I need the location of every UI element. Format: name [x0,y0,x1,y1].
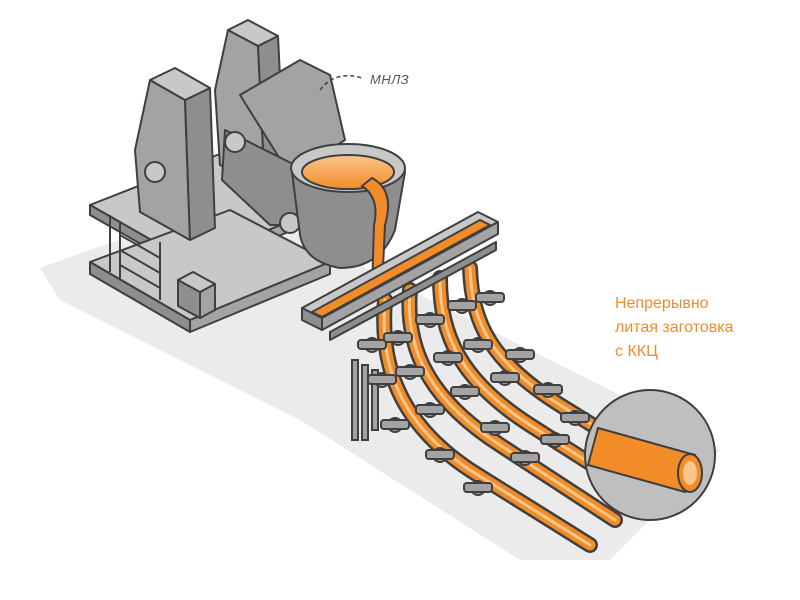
roller-clamp [480,420,510,436]
product-label-line-1: Непрерывно [615,295,709,312]
product-label: Непрерывно литая заготовка с ККЦ [615,292,795,364]
roller-clamp [447,298,477,314]
roller-clamp [367,372,397,388]
control-box-top [177,271,216,293]
tower-left-side [184,87,216,241]
roller-clamps [357,290,590,496]
roller-clamp [475,290,505,306]
roller-clamp [425,447,455,463]
machine-label: МНЛЗ [370,72,410,87]
roller-clamp [505,347,535,363]
roller-clamp [560,410,590,426]
tower-right-top [227,19,279,47]
ladle [290,143,406,269]
tundish [301,211,499,341]
support-legs [351,359,379,441]
roller-clamp [463,337,493,353]
tundish-side [321,221,499,331]
roller-clamp [463,480,493,496]
product-label-line-3: с ККЦ [615,343,658,360]
roller-clamp [357,337,387,353]
pivot-bolt-2 [224,131,246,153]
turret-base-side [189,261,331,333]
roller-clamp [383,330,413,346]
roller-clamp [380,417,410,433]
roller-clamp [533,382,563,398]
tower-left-top [149,67,211,101]
roller-clamp [450,384,480,400]
billet-body [586,426,697,494]
roller-clamp [415,312,445,328]
roller-clamp [540,432,570,448]
roller-clamp [395,364,425,380]
roller-clamp [490,370,520,386]
pivot-bolt-1 [144,161,166,183]
roller-clamp [433,350,463,366]
ladle-turret [89,19,346,333]
product-label-line-2: литая заготовка [615,319,734,336]
roller-clamp [415,402,445,418]
tundish-lower-bar [329,241,497,341]
roller-clamp [510,450,540,466]
machine-leader-line [319,75,363,91]
billet-magnifier [584,389,716,521]
